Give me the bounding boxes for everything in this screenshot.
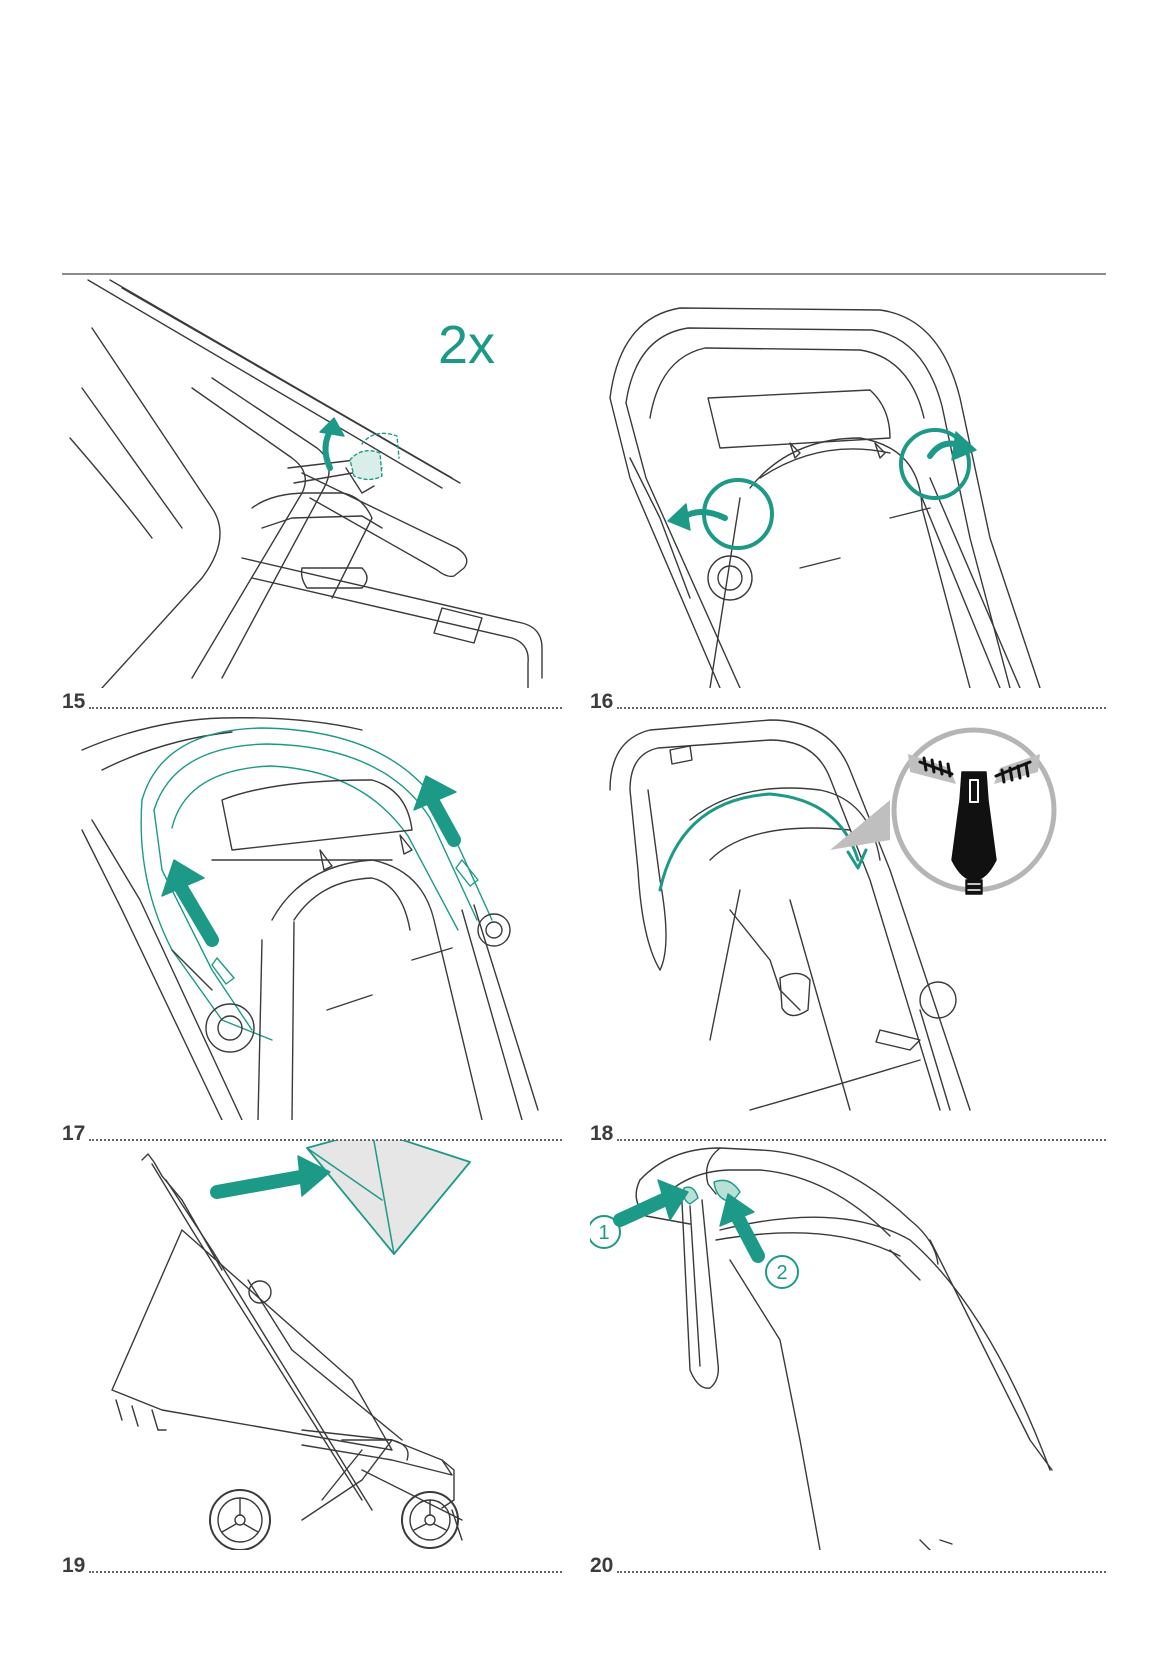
- step-15-caption: 15: [62, 688, 562, 712]
- step-16-dots: [617, 706, 1106, 709]
- step-15-dots: [89, 706, 562, 709]
- step-15-number: 15: [62, 690, 86, 713]
- step-17-illustration: [62, 710, 562, 1120]
- step-20-number: 20: [590, 1554, 614, 1577]
- step-18-dots: [617, 1138, 1106, 1141]
- step-16-number: 16: [590, 690, 614, 713]
- step-18-caption: 18: [590, 1120, 1106, 1144]
- repeat-count-label: 2x: [438, 315, 496, 375]
- top-divider: [62, 273, 1106, 275]
- step-18-illustration: [590, 710, 1106, 1120]
- step-20-illustration: 1 2: [590, 1140, 1106, 1550]
- callout-1-label: 1: [598, 1222, 609, 1244]
- step-17-dots: [89, 1138, 562, 1141]
- step-15-illustration: [62, 278, 562, 688]
- step-19-caption: 19: [62, 1552, 562, 1576]
- step-19-number: 19: [62, 1554, 86, 1577]
- step-20-dots: [617, 1570, 1106, 1573]
- step-20-caption: 20: [590, 1552, 1106, 1576]
- step-19-dots: [89, 1570, 562, 1573]
- step-18-number: 18: [590, 1122, 614, 1145]
- step-16-caption: 16: [590, 688, 1106, 712]
- step-17-number: 17: [62, 1122, 86, 1145]
- zoom-pointer: [830, 800, 890, 850]
- step-17-caption: 17: [62, 1120, 562, 1144]
- step-19-illustration: [62, 1140, 562, 1550]
- callout-2-label: 2: [776, 1262, 787, 1284]
- step-16-illustration: [590, 278, 1106, 688]
